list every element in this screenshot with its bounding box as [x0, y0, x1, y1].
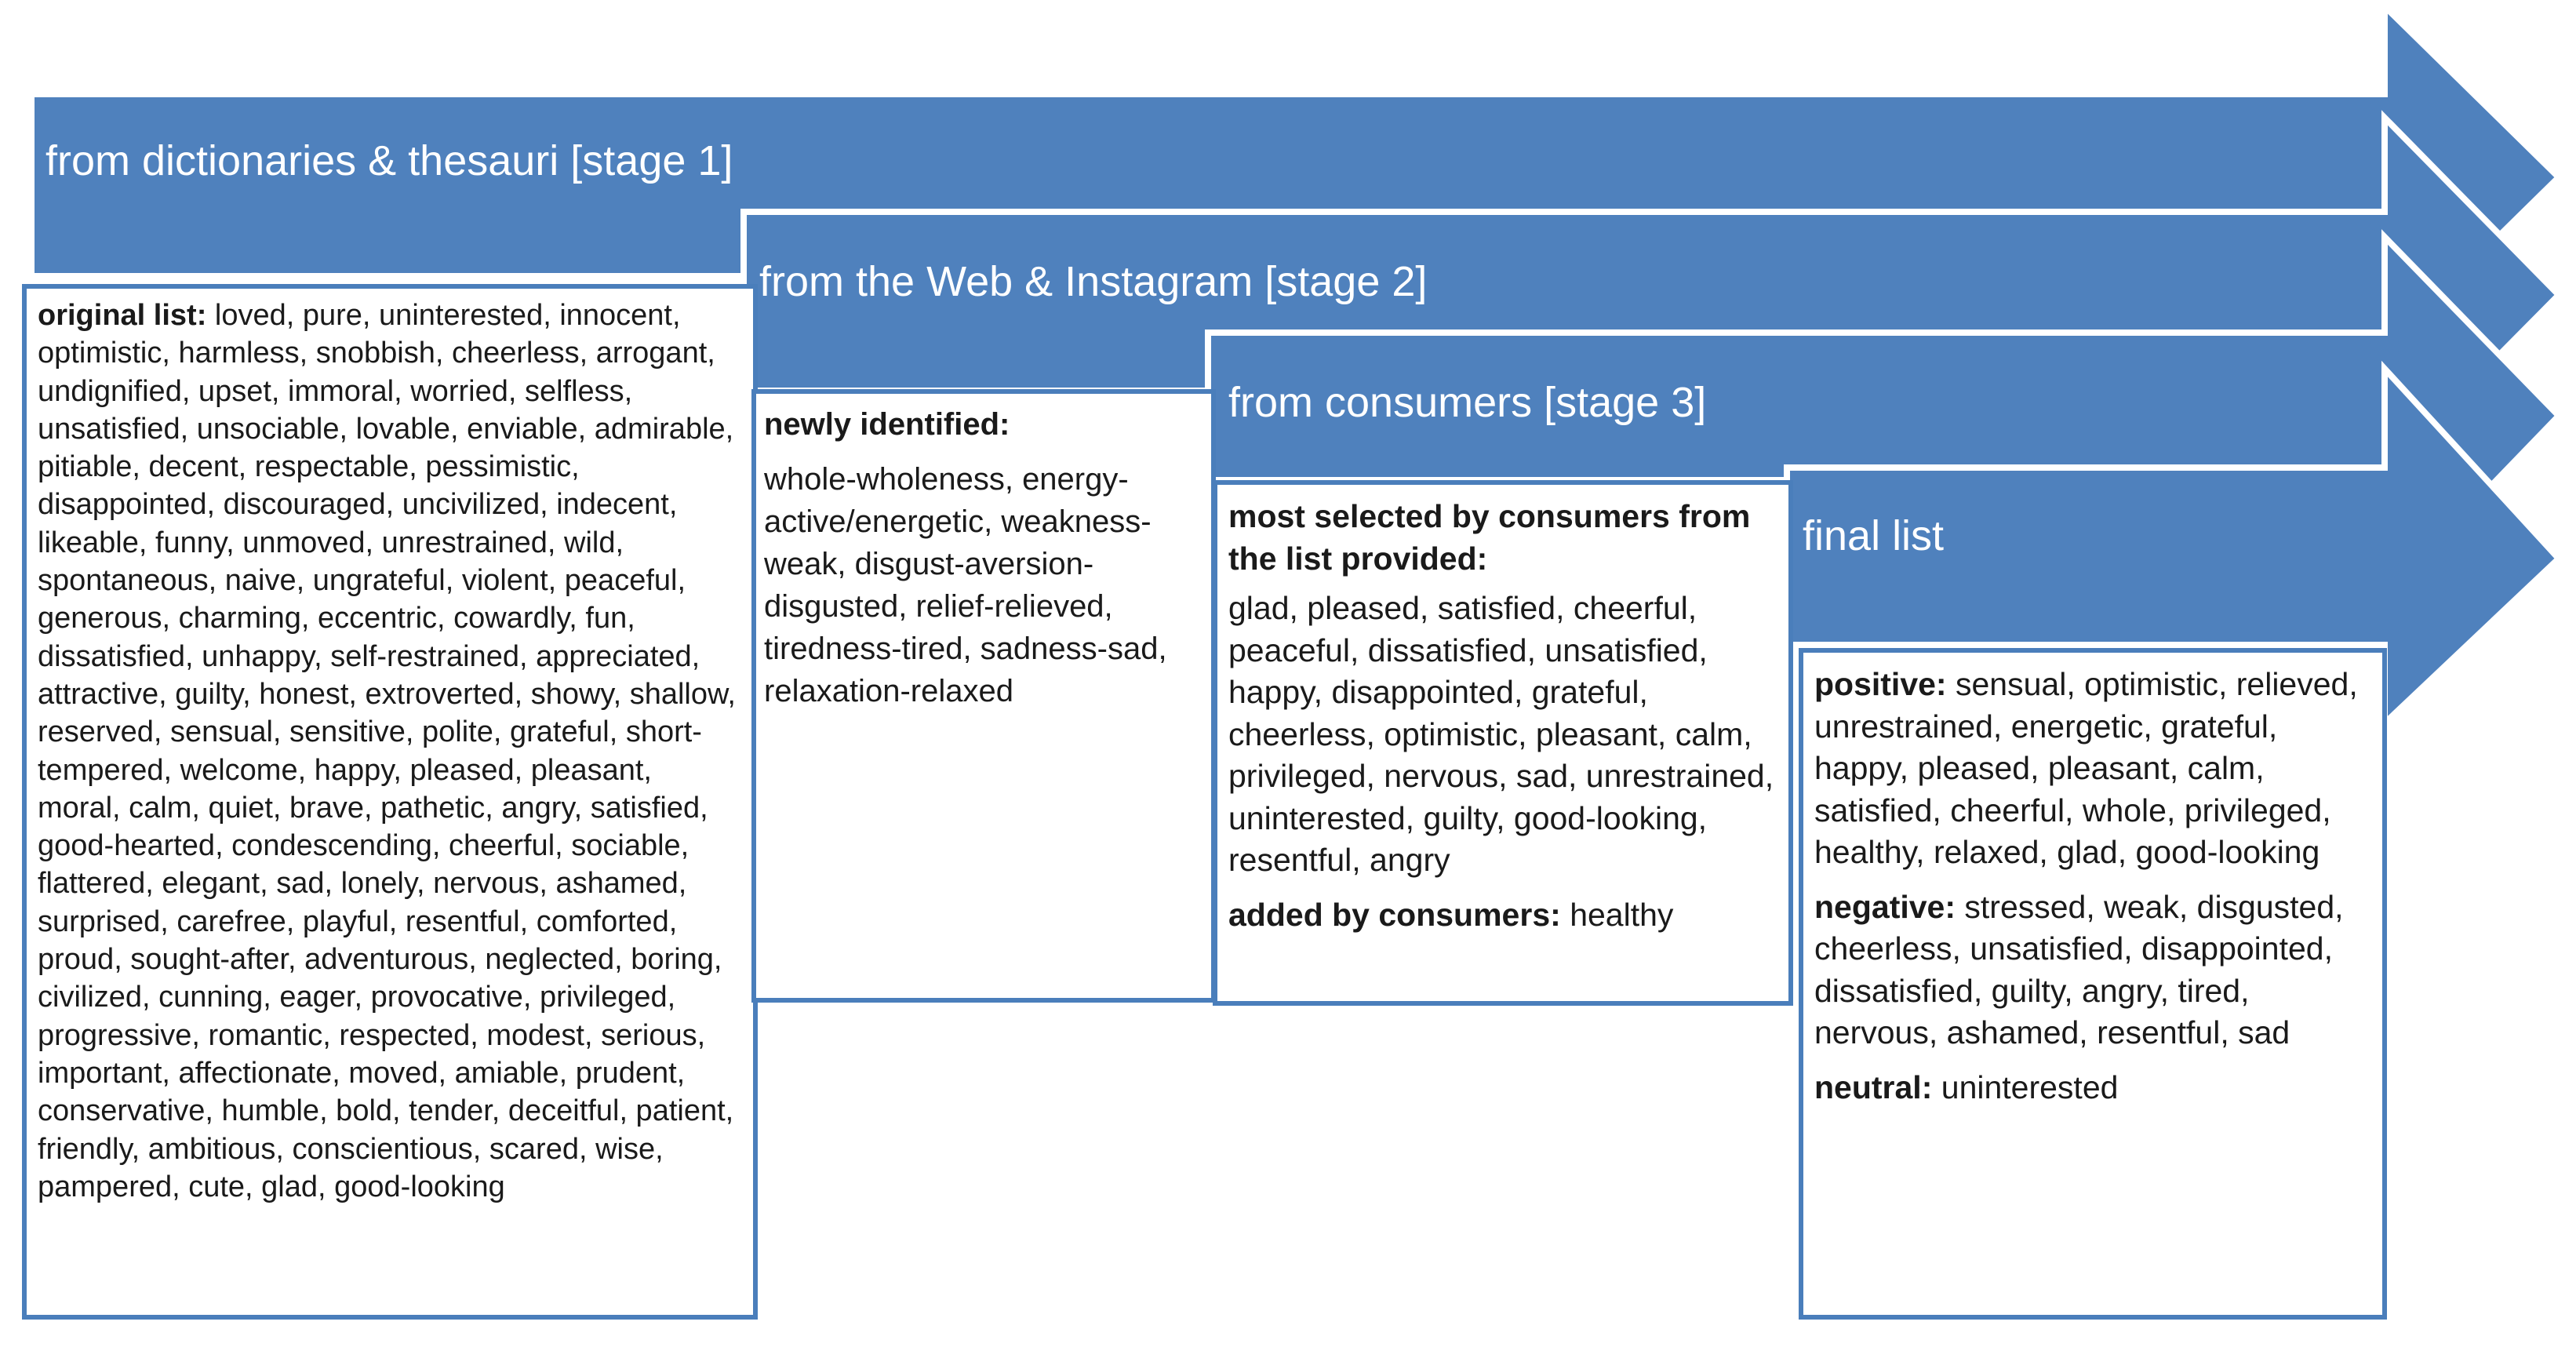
original-list-paragraph: original list: loved, pure, uninterested… [38, 297, 742, 1206]
positive-text: sensual, optimistic, relieved, unrestrai… [1814, 666, 2358, 870]
newly-identified-box: newly identified: whole-wholeness, energ… [751, 389, 1216, 1003]
negative-paragraph: negative: stressed, weak, disgusted, che… [1814, 886, 2371, 1054]
stage2-title: from the Web & Instagram [stage 2] [759, 258, 1428, 305]
added-by-consumers-label: added by consumers: [1228, 896, 1561, 933]
negative-text: stressed, weak, disgusted, cheerless, un… [1814, 888, 2344, 1051]
neutral-paragraph: neutral: uninterested [1814, 1067, 2371, 1109]
original-list-box: original list: loved, pure, uninterested… [22, 284, 758, 1320]
positive-label: positive: [1814, 666, 1947, 702]
stage3-title: from consumers [stage 3] [1228, 379, 1707, 426]
neutral-label: neutral: [1814, 1068, 1933, 1105]
final-list-box: positive: sensual, optimistic, relieved,… [1799, 648, 2387, 1320]
most-selected-label: most selected by consumers from the list… [1228, 498, 1751, 577]
added-by-consumers-text: healthy [1570, 896, 1674, 933]
stage1-title: from dictionaries & thesauri [stage 1] [45, 137, 733, 184]
positive-paragraph: positive: sensual, optimistic, relieved,… [1814, 664, 2371, 874]
final-arrow [1784, 360, 2563, 731]
most-selected-text: glad, pleased, satisfied, cheerful, peac… [1228, 590, 1774, 878]
newly-identified-text: whole-wholeness, energy-active/energetic… [764, 462, 1167, 708]
negative-label: negative: [1814, 888, 1956, 925]
consumer-selection-box: most selected by consumers from the list… [1213, 480, 1793, 1006]
original-list-label: original list: [38, 299, 207, 332]
original-list-text: loved, pure, uninterested, innocent, opt… [38, 299, 736, 1203]
final-title: final list [1803, 512, 1945, 559]
newly-identified-label: newly identified: [764, 407, 1010, 442]
neutral-text: uninterested [1941, 1068, 2119, 1105]
added-by-consumers-paragraph: added by consumers: healthy [1228, 894, 1777, 937]
